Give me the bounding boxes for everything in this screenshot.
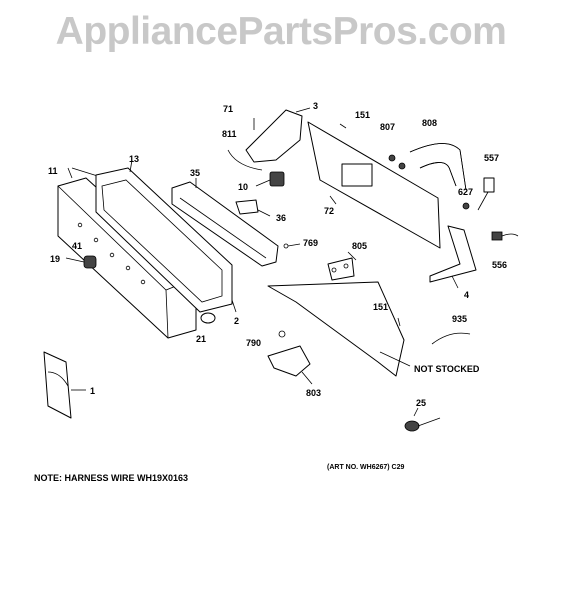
part-151-screws xyxy=(339,123,401,327)
label-4: 4 xyxy=(464,290,469,300)
part-19-knob xyxy=(65,255,97,269)
label-803: 803 xyxy=(306,388,321,398)
label-21: 21 xyxy=(196,334,206,344)
label-805: 805 xyxy=(352,241,367,251)
label-3: 3 xyxy=(313,101,318,111)
part-769-screw xyxy=(283,243,301,249)
label-151-top: 151 xyxy=(355,110,370,120)
label-808: 808 xyxy=(422,118,437,128)
art-number-note: (ART NO. WH6267) C29 xyxy=(327,464,405,471)
label-72: 72 xyxy=(324,206,334,216)
label-10: 10 xyxy=(238,182,248,192)
label-13: 13 xyxy=(129,154,139,164)
label-25: 25 xyxy=(416,398,426,408)
part-3-bracket xyxy=(245,107,311,163)
label-1: 1 xyxy=(90,386,95,396)
part-803-dispenser xyxy=(267,330,313,385)
part-1-manual xyxy=(43,351,86,419)
part-627-clip xyxy=(462,202,470,210)
part-811-wire xyxy=(227,149,263,171)
part-25-sensor xyxy=(404,407,441,432)
label-2: 2 xyxy=(234,316,239,326)
part-35-control-board xyxy=(171,178,279,267)
label-19: 19 xyxy=(50,254,60,264)
part-808-hoses xyxy=(388,143,467,191)
part-4-end-bracket xyxy=(429,225,477,289)
label-151-bottom: 151 xyxy=(373,302,388,312)
harness-note: NOTE: HARNESS WIRE WH19X0163 xyxy=(34,473,188,483)
part-21-cap xyxy=(200,312,216,324)
label-557: 557 xyxy=(484,153,499,163)
part-556-harness xyxy=(491,231,519,241)
part-13-control-panel xyxy=(57,167,197,339)
label-11: 11 xyxy=(48,166,58,176)
base-plate xyxy=(267,281,411,377)
label-627: 627 xyxy=(458,187,473,197)
part-2-console-frame xyxy=(95,159,237,313)
label-41: 41 xyxy=(72,241,82,251)
label-769: 769 xyxy=(303,238,318,248)
label-556: 556 xyxy=(492,260,507,270)
label-36: 36 xyxy=(276,213,286,223)
label-790: 790 xyxy=(246,338,261,348)
part-557-sensor xyxy=(477,177,495,211)
label-807: 807 xyxy=(380,122,395,132)
part-805-valve xyxy=(327,251,357,281)
label-935: 935 xyxy=(452,314,467,324)
site-watermark: AppliancePartsPros.com xyxy=(55,10,507,53)
part-72-backsplash xyxy=(307,121,441,249)
part-935-wire xyxy=(431,332,471,345)
label-35: 35 xyxy=(190,168,200,178)
part-10-switch xyxy=(255,171,285,187)
label-not-stocked: NOT STOCKED xyxy=(414,364,480,374)
label-811: 811 xyxy=(222,129,237,139)
label-71: 71 xyxy=(223,104,233,114)
